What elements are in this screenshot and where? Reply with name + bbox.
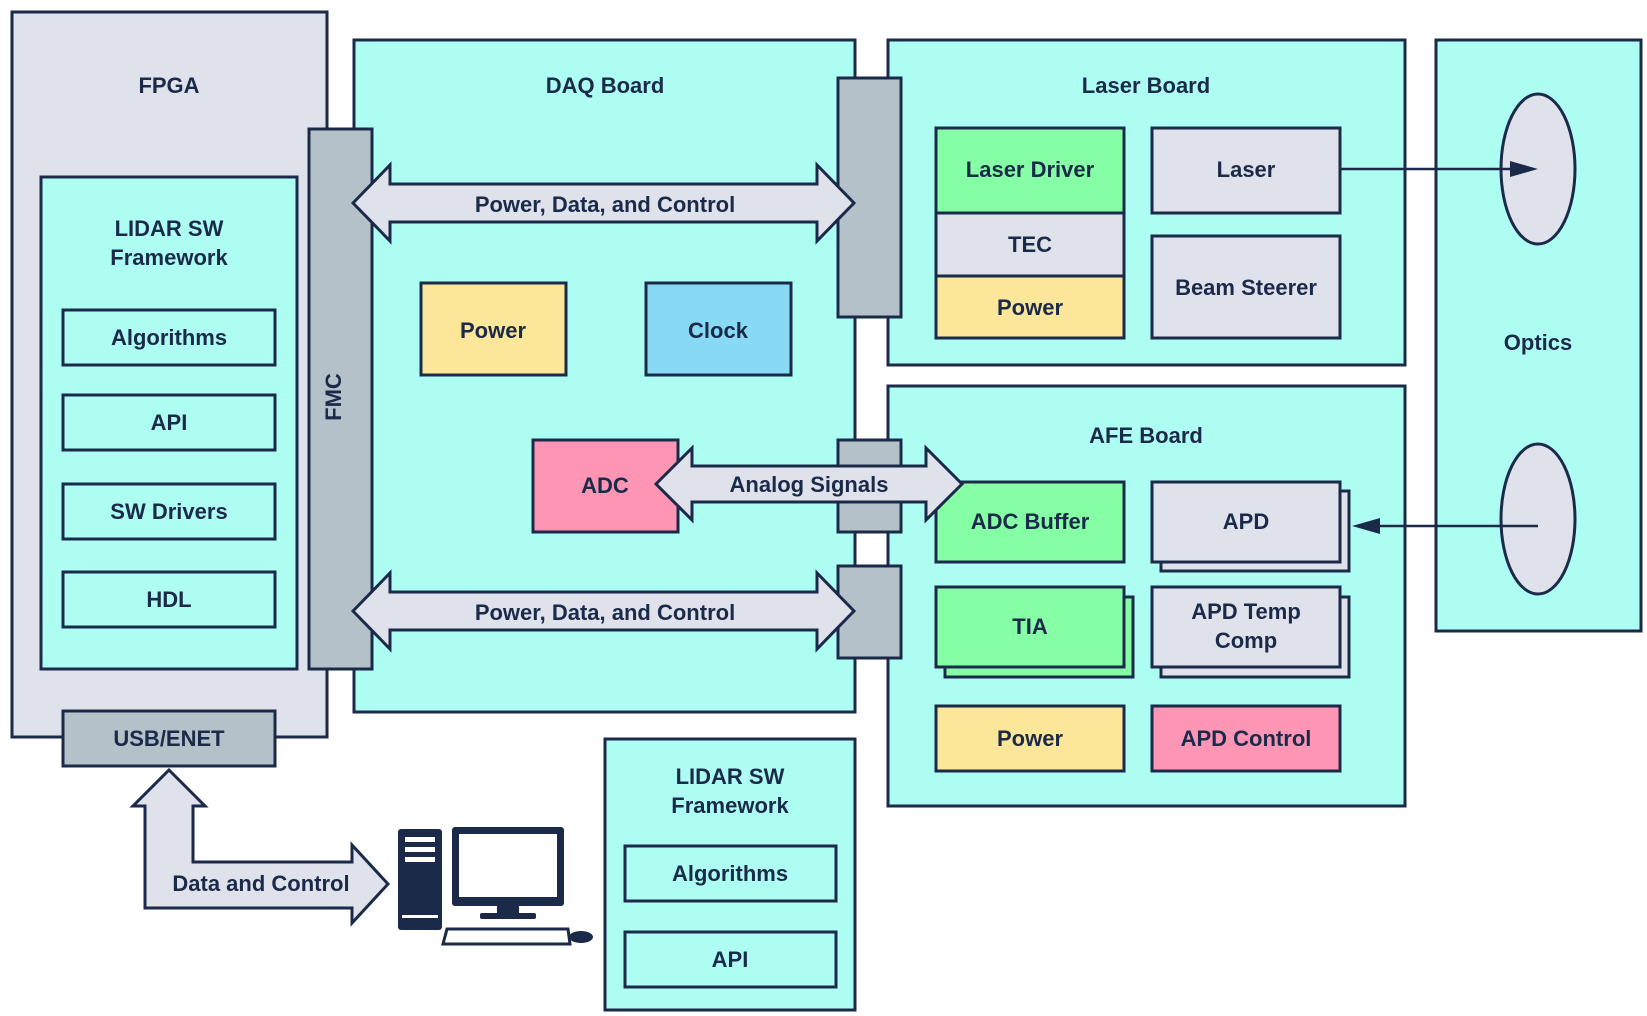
usb-enet-label: USB/ENET — [113, 726, 225, 751]
apd-control-label: APD Control — [1181, 726, 1312, 751]
desktop-computer-icon — [398, 827, 593, 946]
laser-driver-label: Laser Driver — [966, 157, 1095, 182]
hdl-label: HDL — [146, 587, 191, 612]
power-data-control-bus-top: Power, Data, and Control — [350, 161, 857, 245]
beam-steerer-box — [1150, 234, 1342, 340]
host-algorithms-box — [623, 844, 838, 903]
api-label: API — [151, 410, 188, 435]
data-and-control-label: Data and Control — [172, 871, 349, 896]
data-and-control-arrow: Data and Control — [129, 767, 391, 927]
keyboard-icon — [441, 927, 572, 946]
fpga-framework-title-line2: Framework — [110, 245, 228, 270]
receive-lens-icon — [1499, 442, 1577, 596]
laser-board: Laser Board Laser Driver TEC Power Laser… — [886, 38, 1407, 367]
apd-temp-label-line1: APD Temp — [1191, 599, 1301, 624]
fpga-block: FPGA LIDAR SW Framework Algorithms API S… — [10, 10, 329, 768]
daq-power-label: Power — [460, 318, 526, 343]
algorithms-label: Algorithms — [111, 325, 227, 350]
host-sw-framework: LIDAR SW Framework Algorithms API — [603, 737, 857, 1012]
apd-temp-comp-box — [1150, 585, 1342, 669]
daq-power-box — [419, 281, 568, 377]
host-framework-title-line1: LIDAR SW — [676, 764, 785, 789]
optics-title: Optics — [1504, 330, 1572, 355]
host-algorithms-label: Algorithms — [672, 861, 788, 886]
host-framework-title-line2: Framework — [671, 793, 789, 818]
apd-control-box — [1150, 704, 1342, 773]
tia-box — [934, 585, 1126, 669]
mouse-icon — [569, 931, 593, 943]
afe-power-label: Power — [997, 726, 1063, 751]
hdl-box — [61, 570, 277, 629]
laser-box — [1150, 126, 1342, 215]
laser-board-title: Laser Board — [1082, 73, 1210, 98]
algorithms-box — [61, 308, 277, 367]
bus-top-label: Power, Data, and Control — [475, 192, 735, 217]
laser-power-label: Power — [997, 295, 1063, 320]
analog-signals-arrow: Analog Signals — [653, 444, 965, 524]
usb-enet-port — [61, 709, 277, 768]
daq-board-title: DAQ Board — [546, 73, 665, 98]
clock-label: Clock — [688, 318, 749, 343]
laser-label: Laser — [1217, 157, 1276, 182]
laser-driver-box — [934, 126, 1126, 215]
fpga-title: FPGA — [138, 73, 199, 98]
tia-label: TIA — [1012, 614, 1048, 639]
laser-to-optics-arrowhead — [1510, 161, 1538, 177]
analog-signals-label: Analog Signals — [730, 472, 889, 497]
fpga-sw-framework: LIDAR SW Framework Algorithms API SW Dri… — [39, 175, 299, 671]
fmc-label: FMC — [321, 373, 346, 421]
laser-power-box — [934, 274, 1126, 340]
adc-label: ADC — [581, 473, 629, 498]
sw-drivers-box — [61, 482, 277, 541]
host-api-box — [623, 930, 838, 989]
beam-steerer-label: Beam Steerer — [1175, 275, 1317, 300]
optics-to-apd-arrowhead — [1352, 518, 1380, 534]
apd-box — [1150, 480, 1342, 564]
adc-buffer-box — [934, 480, 1126, 564]
apd-label: APD — [1223, 509, 1269, 534]
afe-power-box — [934, 704, 1126, 773]
afe-board-title: AFE Board — [1089, 423, 1203, 448]
computer-tower-icon — [398, 829, 442, 930]
adc-buffer-label: ADC Buffer — [971, 509, 1090, 534]
host-api-label: API — [712, 947, 749, 972]
optical-arrows — [1340, 161, 1538, 534]
apd-temp-label-line2: Comp — [1215, 628, 1277, 653]
clock-box — [644, 281, 793, 377]
optics-block: Optics — [1434, 38, 1643, 633]
power-data-control-bus-bottom: Power, Data, and Control — [350, 569, 857, 653]
tec-box — [934, 211, 1126, 278]
fpga-framework-title-line1: LIDAR SW — [115, 216, 224, 241]
tec-label: TEC — [1008, 232, 1052, 257]
sw-drivers-label: SW Drivers — [110, 499, 227, 524]
bus-bottom-label: Power, Data, and Control — [475, 600, 735, 625]
adc-box — [531, 438, 680, 534]
fmc-connector: FMC — [307, 127, 374, 671]
api-box — [61, 393, 277, 452]
afe-board: AFE Board ADC Buffer APD TIA APD Temp Co… — [886, 384, 1407, 808]
